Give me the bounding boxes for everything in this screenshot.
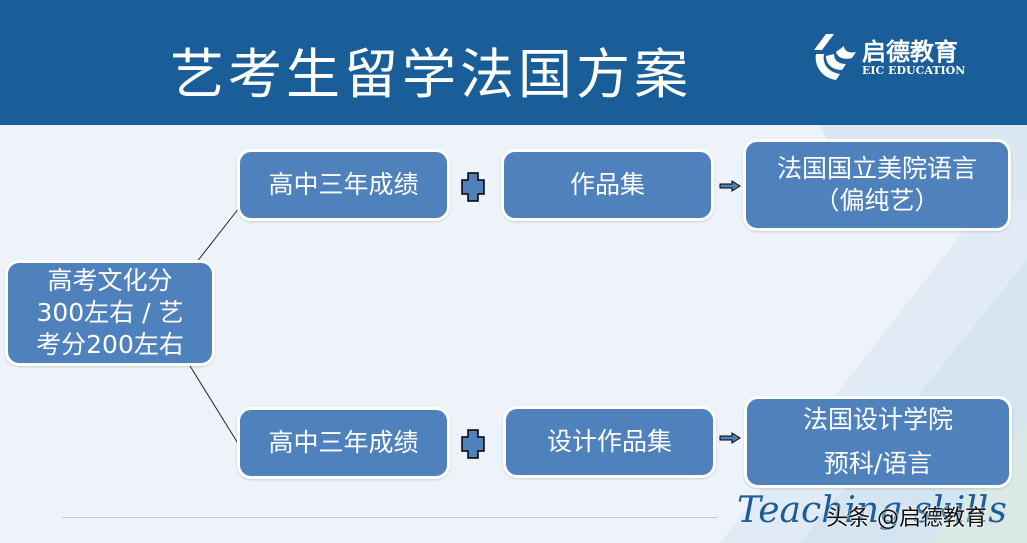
header-banner: 艺考生留学法国方案 启德教育 EIC EDUCATION — [0, 0, 1027, 125]
branch1-portfolio-node: 作品集 — [501, 149, 714, 221]
plus-icon — [461, 429, 485, 459]
teaching-skills-script: Teaching skills — [737, 490, 1007, 531]
plus-icon — [461, 172, 485, 202]
watermark-text: 头条 @启德教育 — [826, 506, 987, 531]
branch1-transcript-node: 高中三年成绩 — [237, 149, 450, 221]
branch1-transcript-label: 高中三年成绩 — [268, 170, 419, 199]
branch2-design-portfolio-node: 设计作品集 — [503, 406, 716, 478]
root-node-score-requirements: 高考文化分 300左右 / 艺 考分200左右 — [5, 260, 215, 366]
branch1-result-node: 法国国立美院语言 （偏纯艺） — [743, 139, 1011, 231]
branch1-portfolio-label: 作品集 — [569, 170, 645, 199]
logo-english-text: EIC EDUCATION — [862, 64, 966, 77]
footer-divider — [62, 517, 717, 518]
branch2-transcript-node: 高中三年成绩 — [237, 407, 450, 479]
right-arrow-icon — [719, 180, 741, 192]
branch2-result-node: 法国设计学院 预科/语言 — [744, 396, 1012, 488]
root-line-2: 300左右 / 艺 — [36, 298, 184, 327]
root-line-3: 考分200左右 — [36, 330, 184, 359]
branch2-transcript-label: 高中三年成绩 — [268, 428, 419, 457]
root-line-1: 高考文化分 — [47, 266, 173, 295]
branch1-result-line-1: 法国国立美院语言 — [776, 154, 977, 183]
branch2-portfolio-label: 设计作品集 — [546, 427, 672, 456]
right-arrow-icon — [719, 432, 741, 444]
branch2-result-line-2: 预科/语言 — [823, 449, 933, 478]
page-title: 艺考生留学法国方案 — [170, 43, 692, 106]
eic-logo: 启德教育 EIC EDUCATION — [812, 32, 992, 82]
logo-chinese-text: 启德教育 — [862, 38, 958, 66]
branch1-result-line-2: （偏纯艺） — [814, 186, 940, 215]
eic-logo-icon — [814, 34, 856, 80]
branch2-result-line-1: 法国设计学院 — [802, 405, 953, 434]
